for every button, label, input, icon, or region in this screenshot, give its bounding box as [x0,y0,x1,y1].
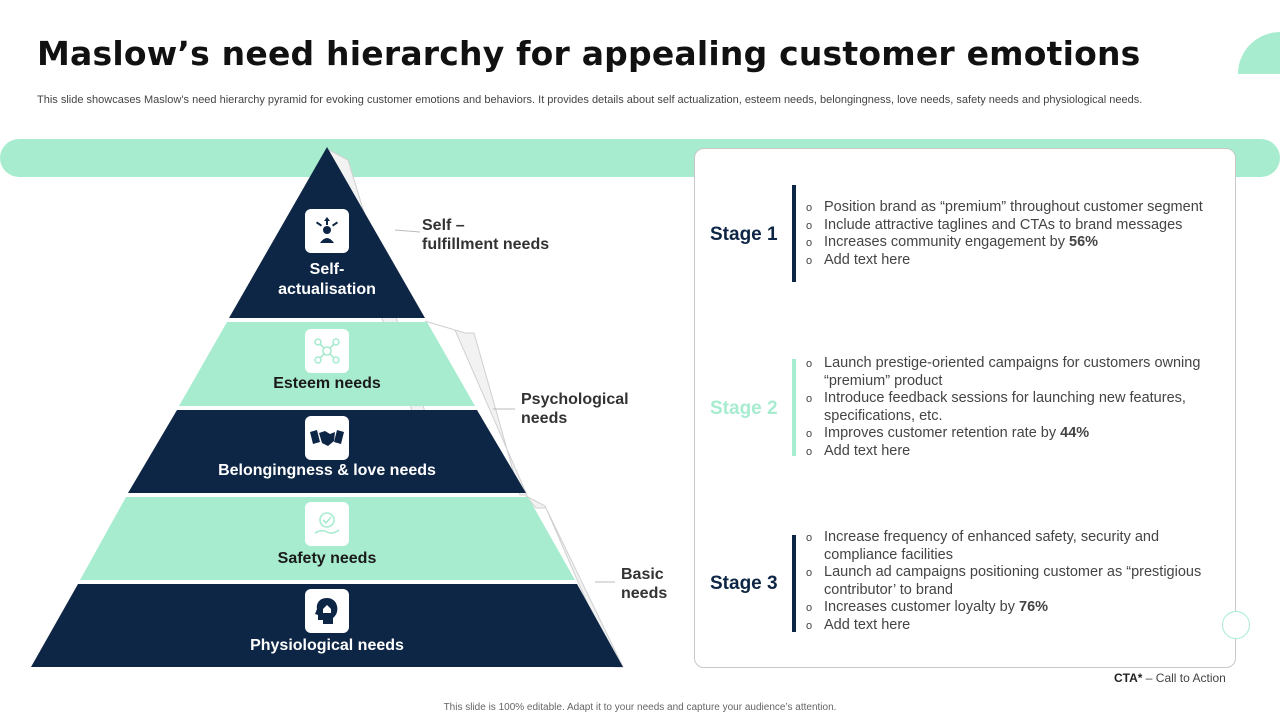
stage-3-list: Increase frequency of enhanced safety, s… [806,529,1226,635]
stage-3-bar [792,535,796,632]
list-item: Increases community engagement by 56% [806,234,1226,252]
tier-3-label: Belongingness & love needs [218,462,436,479]
tier-4-label: Safety needs [277,550,377,567]
list-item: Increases customer loyalty by 76% [806,599,1226,617]
group-label-self-fulfillment: Self – fulfillment needs [422,217,550,253]
cta-note: CTA* – Call to Action [1114,671,1226,685]
list-item: Launch prestige-oriented campaigns for c… [806,355,1226,390]
group-label-basic: Basic needs [621,566,668,602]
tier-2-label: Esteem needs [273,375,381,392]
list-item: Position brand as “premium” throughout c… [806,199,1226,217]
footer-text: This slide is 100% editable. Adapt it to… [443,702,837,713]
list-item: Increase frequency of enhanced safety, s… [806,529,1226,564]
page-subtitle: This slide showcases Maslow’s need hiera… [37,94,1143,106]
head-brain-icon [305,589,349,633]
stage-2-list: Launch prestige-oriented campaigns for c… [806,355,1226,461]
page-title: Maslow’s need hierarchy for appealing cu… [37,34,1141,73]
safety-hand-icon [305,502,349,546]
list-item: Include attractive taglines and CTAs to … [806,217,1226,235]
stage-1-bar [792,185,796,282]
stage-1-list: Position brand as “premium” throughout c… [806,199,1226,270]
list-item: Add text here [806,443,1226,461]
group-label-psychological: Psychological needs [521,391,629,427]
stage-2-title: Stage 2 [710,398,778,419]
handshake-icon [305,416,349,460]
stage-1-title: Stage 1 [710,224,778,245]
list-item: Launch ad campaigns positioning customer… [806,564,1226,599]
circle-decoration [1222,611,1250,639]
tier-5-label: Physiological needs [250,637,404,654]
corner-decoration [1238,32,1280,74]
tier-1-label: Self- actualisation [278,261,376,298]
list-item: Add text here [806,617,1226,635]
esteem-network-icon [305,329,349,373]
stage-2-bar [792,359,796,456]
list-item: Add text here [806,252,1226,270]
self-actualisation-icon [305,209,349,253]
stage-3-title: Stage 3 [710,573,778,594]
list-item: Introduce feedback sessions for launchin… [806,390,1226,425]
list-item: Improves customer retention rate by 44% [806,425,1226,443]
connector-self [394,229,421,233]
